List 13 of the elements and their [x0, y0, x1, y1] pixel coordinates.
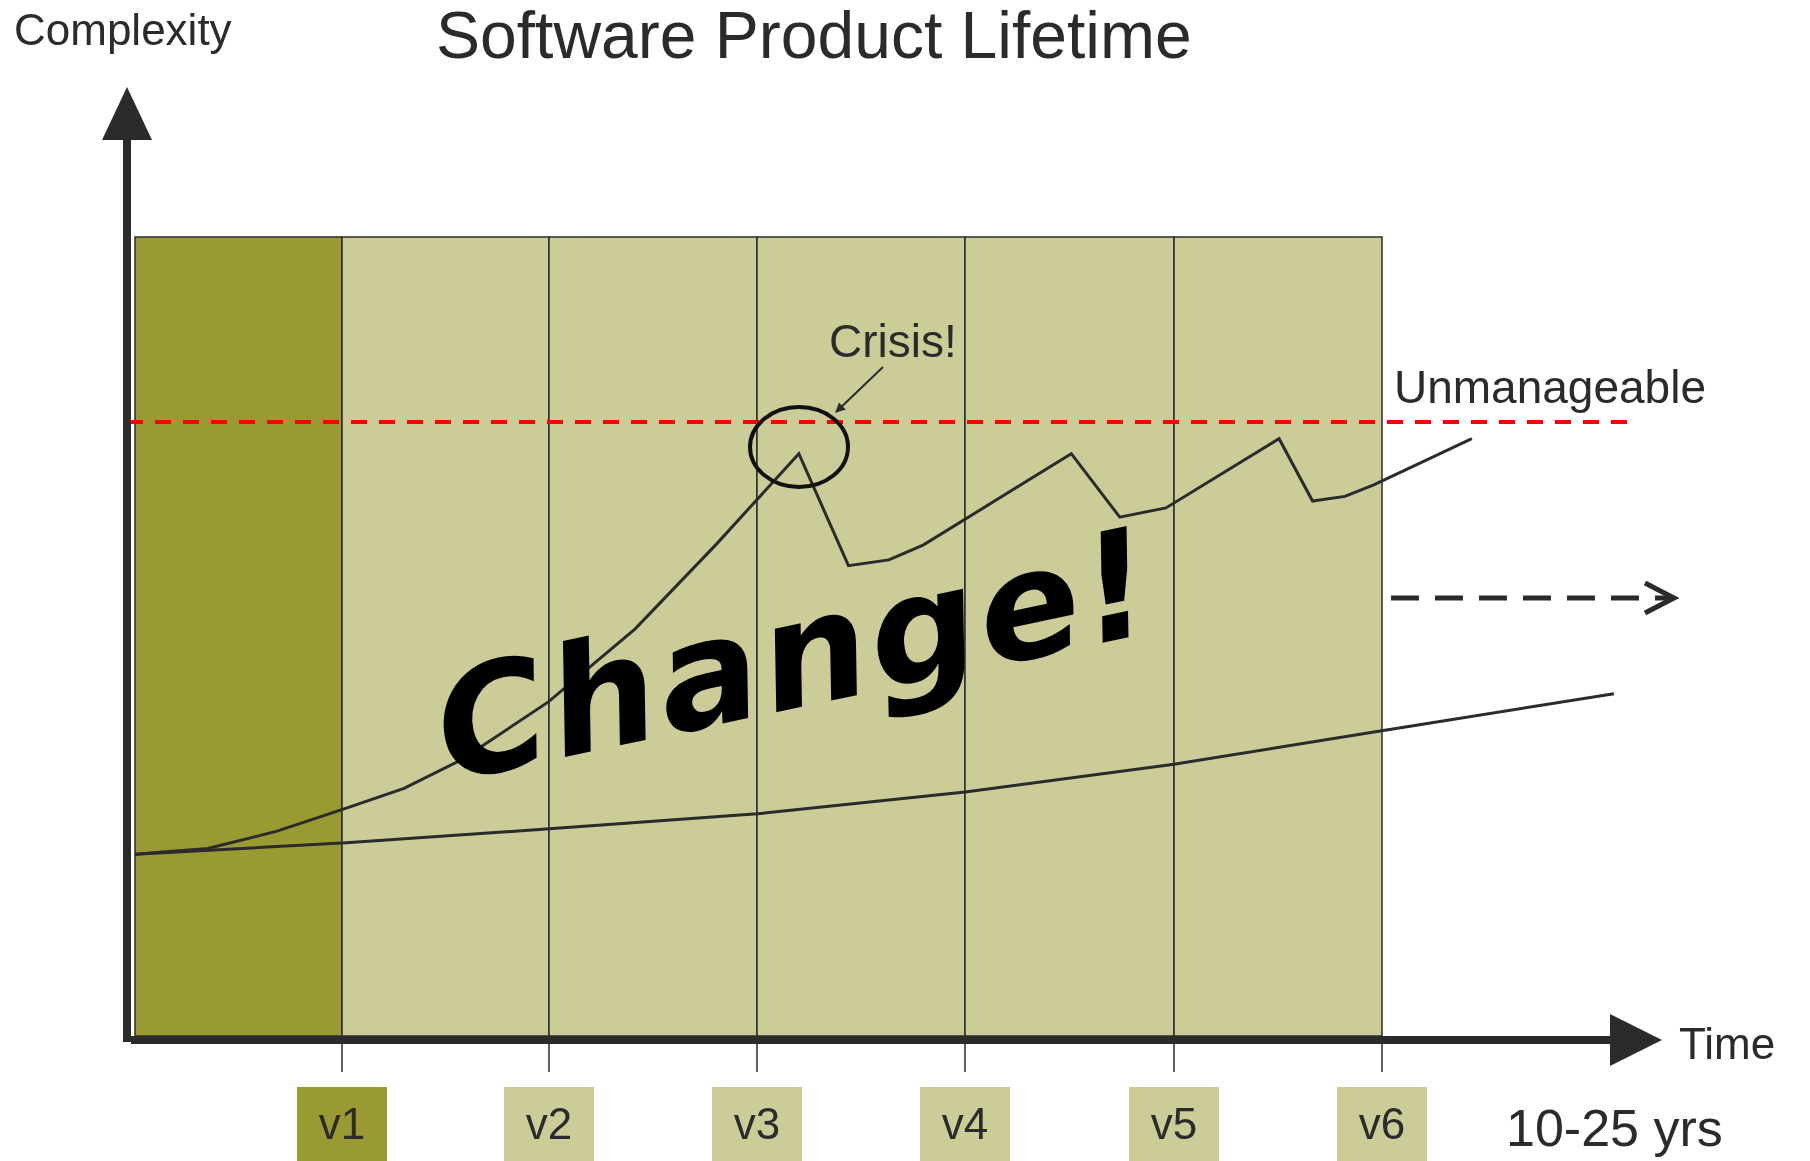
decorative-text: Change! [422, 505, 1168, 805]
version-label: v3 [712, 1087, 802, 1161]
axis-title: Time [1679, 1022, 1776, 1066]
leader-line [835, 366, 884, 413]
version-label: v2 [504, 1087, 594, 1161]
version-label: v6 [1337, 1087, 1427, 1161]
chart-title: Software Product Lifetime [436, 2, 1192, 68]
version-label: v4 [920, 1087, 1010, 1161]
axis-title: Complexity [14, 8, 232, 52]
callout-text: Crisis! [829, 318, 957, 364]
version-label: v1 [297, 1087, 387, 1161]
version-label: v5 [1129, 1087, 1219, 1161]
highlight-ellipse [748, 405, 850, 489]
